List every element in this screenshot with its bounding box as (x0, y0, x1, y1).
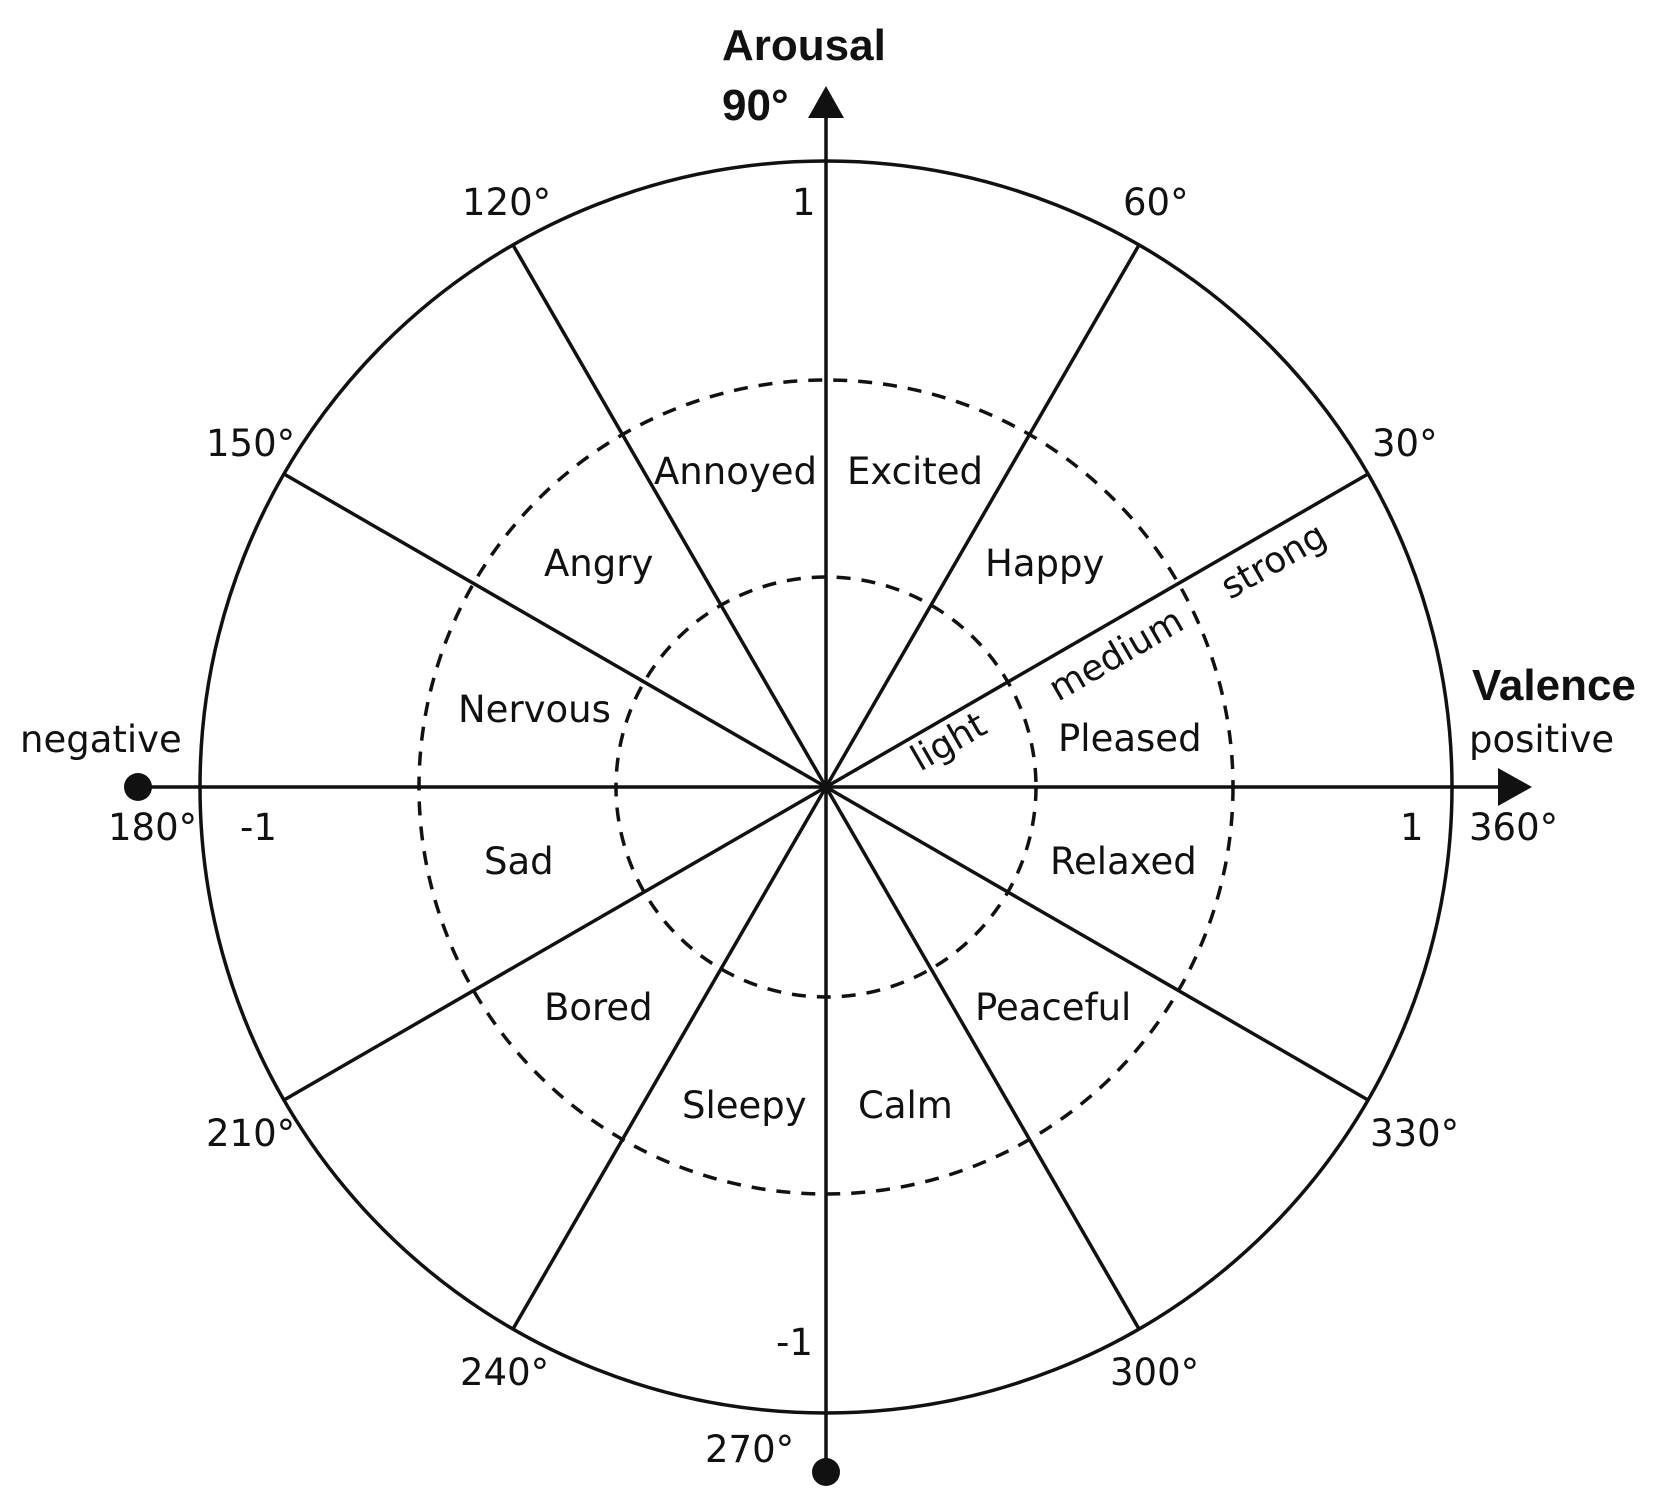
emotion-label-sad: Sad (484, 840, 554, 883)
degree-label-120: 120° (462, 181, 551, 224)
emotion-label-sleepy: Sleepy (682, 1084, 807, 1127)
scale-tick-top: 1 (792, 181, 816, 224)
scale-tick-left: -1 (240, 806, 277, 849)
degree-label-150: 150° (206, 422, 295, 465)
arousal-arrowhead (808, 86, 844, 118)
degree-label-240: 240° (460, 1351, 549, 1394)
emotion-label-happy: Happy (985, 542, 1104, 585)
degree-label-30: 30° (1372, 422, 1438, 465)
degree-label-210: 210° (206, 1112, 295, 1155)
emotion-label-bored: Bored (544, 986, 653, 1029)
degree-label-60: 60° (1123, 181, 1189, 224)
emotion-label-peaceful: Peaceful (975, 986, 1131, 1029)
emotion-label-pleased: Pleased (1058, 717, 1202, 760)
degree-label-360: 360° (1469, 806, 1558, 849)
emotion-label-nervous: Nervous (458, 688, 611, 731)
emotion-label-relaxed: Relaxed (1050, 840, 1197, 883)
valence-title: Valence (1472, 661, 1636, 710)
scale-tick-right: 1 (1400, 806, 1424, 849)
arousal-title: Arousal (722, 21, 886, 70)
arousal-bottom-dot (812, 1458, 840, 1486)
valence-negative-dot (124, 773, 152, 801)
arousal-angle-label: 90° (722, 81, 789, 130)
valence-positive-label: positive (1469, 718, 1614, 761)
degree-label-180: 180° (108, 806, 197, 849)
emotion-label-excited: Excited (847, 450, 983, 493)
emotion-label-annoyed: Annoyed (654, 450, 817, 493)
degree-label-330: 330° (1370, 1112, 1459, 1155)
intensity-label-medium: medium (1042, 600, 1191, 709)
degree-label-270: 270° (705, 1428, 794, 1471)
emotion-label-angry: Angry (544, 542, 653, 585)
valence-arrowhead (1498, 768, 1532, 806)
valence-negative-label: negative (20, 718, 182, 761)
degree-label-300: 300° (1110, 1351, 1199, 1394)
scale-tick-bottom: -1 (776, 1321, 813, 1364)
emotion-label-calm: Calm (858, 1084, 953, 1127)
